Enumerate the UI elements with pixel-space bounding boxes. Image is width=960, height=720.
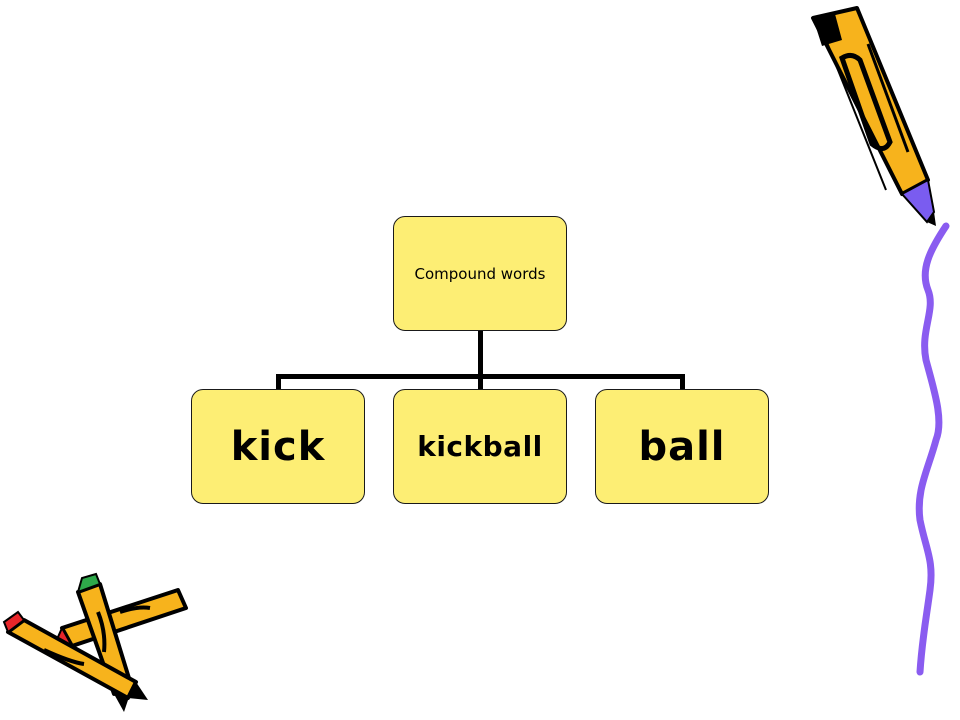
child-node-label: kick bbox=[230, 423, 326, 470]
child-node-label: kickball bbox=[417, 430, 543, 463]
pencil-icon bbox=[811, 6, 936, 226]
child-node-kickball: kickball bbox=[393, 389, 567, 504]
connector-root-stem bbox=[478, 331, 483, 379]
child-node-label: ball bbox=[638, 423, 726, 470]
child-node-ball: ball bbox=[595, 389, 769, 504]
squiggle-line bbox=[915, 222, 950, 676]
crossed-pencils-icon bbox=[2, 572, 188, 712]
connector-drop-right bbox=[680, 374, 685, 390]
root-node-label: Compound words bbox=[414, 264, 546, 283]
child-node-kick: kick bbox=[191, 389, 365, 504]
connector-drop-center bbox=[478, 374, 483, 390]
connector-drop-left bbox=[276, 374, 281, 390]
root-node: Compound words bbox=[393, 216, 567, 331]
